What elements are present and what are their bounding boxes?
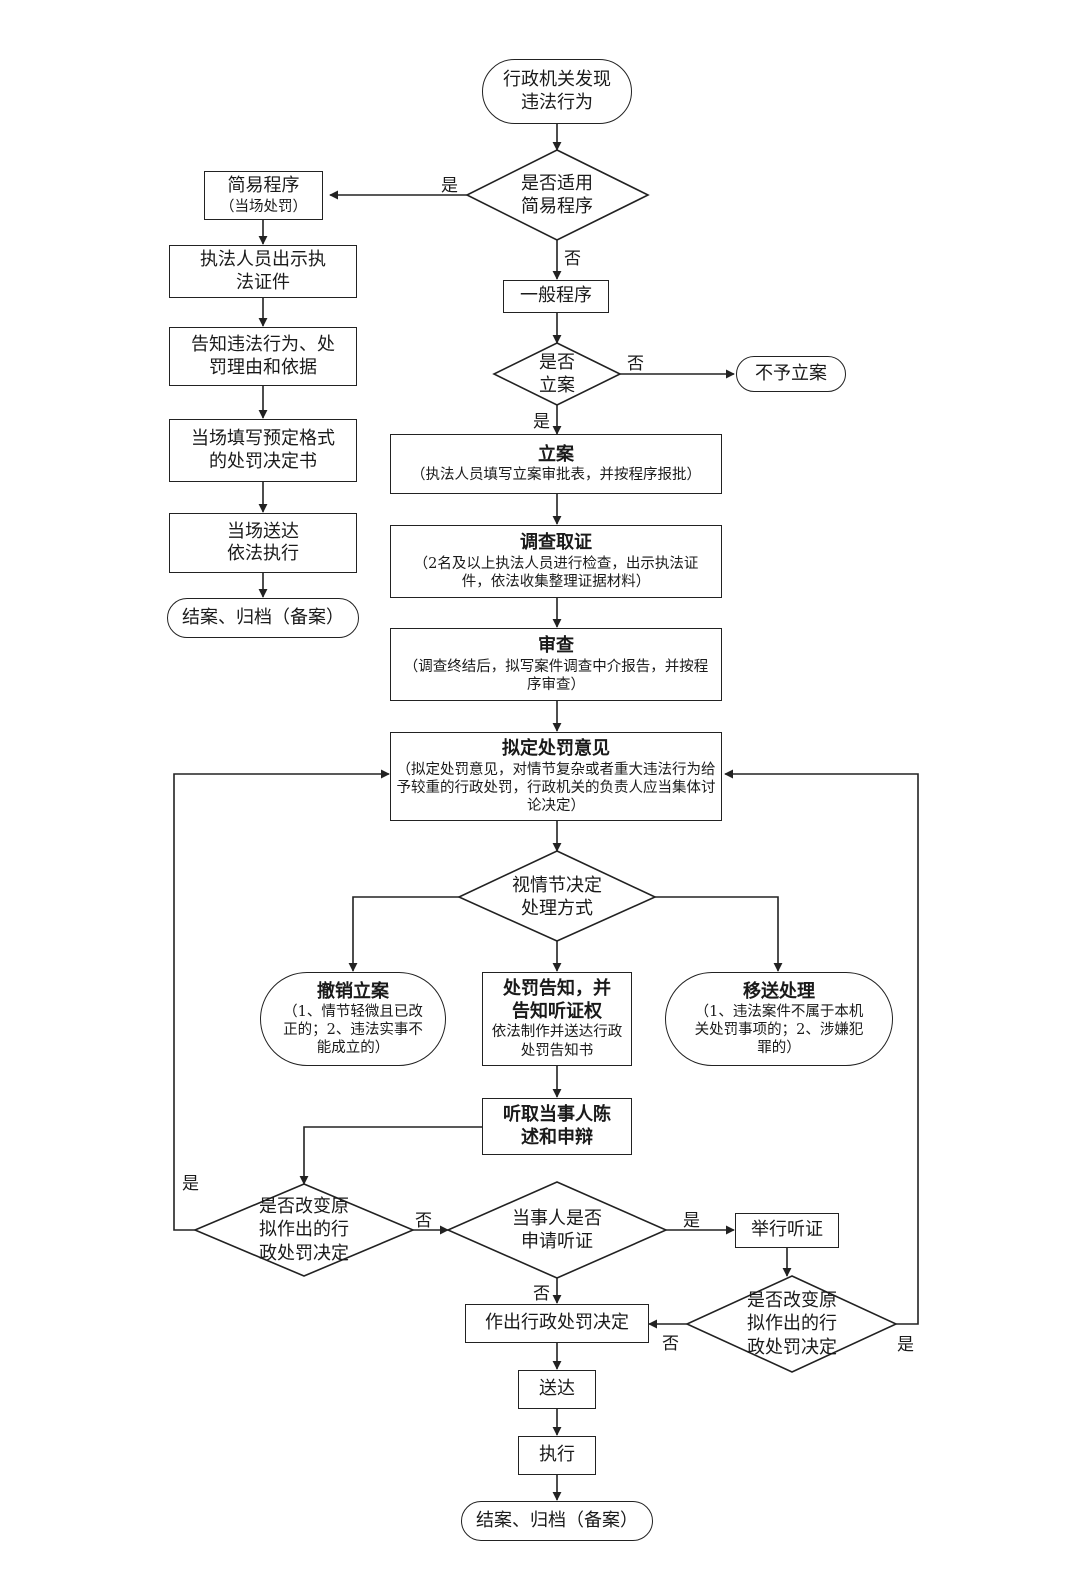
arrow-change2-yes-loop [724, 769, 919, 1325]
general-procedure-box: 一般程序 [503, 280, 609, 313]
notify-sub: 依法制作并送达行政处罚告知书 [491, 1024, 623, 1059]
deliver-box: 送达 [518, 1370, 596, 1409]
simple-step-4-box: 当场送达依法执行 [169, 513, 357, 573]
simple-step-2-text: 告知违法行为、处罚理由和依据 [191, 334, 335, 378]
arrow-method-to-revoke [348, 896, 459, 972]
decision-change2: 是否改变原拟作出的行政处罚决定 [722, 1290, 862, 1358]
label-no-file: 否 [627, 354, 644, 374]
simple-step-4-text: 当场送达依法执行 [227, 520, 299, 565]
investigate-box: 调查取证 （2名及以上执法人员进行检查，出示执法证件，依法收集整理证据材料） [390, 525, 722, 598]
opinion-sub: （拟定处罚意见，对情节复杂或者重大违法行为给予较重的行政处罚，行政机关的负责人应… [396, 761, 716, 814]
label-yes-change1: 是 [182, 1174, 199, 1194]
decision-file-text: 是否立案 [539, 351, 575, 396]
simple-end-text: 结案、归档（备案） [182, 606, 344, 628]
deliver-text: 送达 [539, 1378, 575, 1400]
no-file-text: 不予立案 [755, 362, 827, 384]
simple-step-3-text: 当场填写预定格式的处罚决定书 [191, 428, 335, 472]
hear-box: 听取当事人陈述和申辩 [482, 1098, 632, 1155]
general-procedure-text: 一般程序 [520, 285, 592, 307]
label-no-simple: 否 [564, 249, 581, 269]
simple-procedure-box: 简易程序 （当场处罚） [204, 171, 323, 220]
label-no-apply: 否 [533, 1284, 550, 1304]
simple-end-node: 结案、归档（备案） [167, 598, 359, 638]
opinion-box: 拟定处罚意见 （拟定处罚意见，对情节复杂或者重大违法行为给予较重的行政处罚，行政… [390, 732, 722, 821]
decision-change1: 是否改变原拟作出的行政处罚决定 [234, 1196, 374, 1264]
decision-method-shape [457, 850, 657, 942]
decision-file-shape [492, 342, 622, 406]
arrow-method-to-transfer [655, 896, 783, 972]
file-case-box: 立案 （执法人员填写立案审批表，并按程序报批） [390, 434, 722, 494]
end-node: 结案、归档（备案） [461, 1501, 653, 1541]
transfer-title: 移送处理 [743, 980, 815, 1002]
decision-box: 作出行政处罚决定 [465, 1304, 649, 1343]
decision-change2-text: 是否改变原拟作出的行政处罚决定 [747, 1289, 837, 1358]
label-yes-file: 是 [533, 412, 550, 432]
decision-simple-shape [465, 149, 650, 241]
revoke-title: 撤销立案 [317, 980, 389, 1002]
decision-change1-shape [192, 1183, 416, 1277]
revoke-node: 撤销立案 （1、情节轻微且已改正的；2、违法实事不能成立的） [260, 972, 446, 1066]
file-case-title: 立案 [538, 443, 574, 465]
decision-shapes [192, 149, 898, 1373]
hear-text: 听取当事人陈述和申辩 [503, 1104, 611, 1148]
review-title: 审查 [538, 635, 574, 657]
decision-simple-text: 是否适用简易程序 [521, 172, 593, 217]
label-yes-change2: 是 [897, 1335, 914, 1355]
end-text: 结案、归档（备案） [476, 1509, 638, 1531]
decision-change1-text: 是否改变原拟作出的行政处罚决定 [259, 1195, 349, 1264]
arrow-hear-to-change1 [299, 1126, 482, 1185]
label-no-change1: 否 [415, 1211, 432, 1231]
connectors [173, 124, 919, 1501]
decision-apply-text: 当事人是否申请听证 [512, 1207, 602, 1252]
simple-step-1-text: 执法人员出示执法证件 [200, 249, 326, 293]
file-case-sub: （执法人员填写立案审批表，并按程序报批） [411, 467, 701, 484]
decision-method-text: 视情节决定处理方式 [512, 874, 602, 919]
execute-box: 执行 [518, 1436, 596, 1475]
simple-step-1-box: 执法人员出示执法证件 [169, 245, 357, 298]
label-yes-simple: 是 [441, 176, 458, 196]
execute-text: 执行 [539, 1444, 575, 1466]
hearing-text: 举行听证 [751, 1219, 823, 1241]
opinion-title: 拟定处罚意见 [502, 738, 610, 760]
simple-procedure-title: 简易程序 [227, 175, 300, 197]
investigate-sub: （2名及以上执法人员进行检查，出示执法证件，依法收集整理证据材料） [413, 555, 699, 590]
decision-apply: 当事人是否申请听证 [487, 1206, 627, 1254]
review-box: 审查 （调查终结后，拟写案件调查中介报告，并按程序审查） [390, 628, 722, 701]
start-node: 行政机关发现违法行为 [482, 59, 632, 124]
hearing-box: 举行听证 [735, 1213, 839, 1248]
simple-procedure-sub: （当场处罚） [220, 198, 307, 215]
revoke-sub: （1、情节轻微且已改正的；2、违法实事不能成立的） [283, 1004, 423, 1057]
label-no-change2: 否 [662, 1334, 679, 1354]
notify-box: 处罚告知，并告知听证权 依法制作并送达行政处罚告知书 [482, 972, 632, 1066]
review-sub: （调查终结后，拟写案件调查中介报告，并按程序审查） [403, 658, 709, 693]
decision-method: 视情节决定处理方式 [492, 874, 622, 920]
no-file-node: 不予立案 [736, 356, 846, 392]
investigate-title: 调查取证 [520, 532, 592, 554]
transfer-node: 移送处理 （1、违法案件不属于本机关处罚事项的；2、涉嫌犯罪的） [665, 972, 893, 1066]
decision-file: 是否立案 [517, 352, 597, 396]
transfer-sub: （1、违法案件不属于本机关处罚事项的；2、涉嫌犯罪的） [694, 1004, 864, 1057]
start-text: 行政机关发现违法行为 [503, 69, 611, 113]
decision-simple: 是否适用简易程序 [497, 172, 617, 218]
simple-step-3-box: 当场填写预定格式的处罚决定书 [169, 419, 357, 482]
arrow-change1-yes-loop [173, 769, 390, 1231]
simple-step-2-box: 告知违法行为、处罚理由和依据 [169, 327, 357, 386]
decision-text: 作出行政处罚决定 [485, 1312, 629, 1334]
decision-change2-shape [685, 1275, 898, 1373]
label-yes-apply: 是 [683, 1211, 700, 1231]
decision-apply-shape [446, 1181, 668, 1279]
notify-title: 处罚告知，并告知听证权 [503, 978, 611, 1022]
